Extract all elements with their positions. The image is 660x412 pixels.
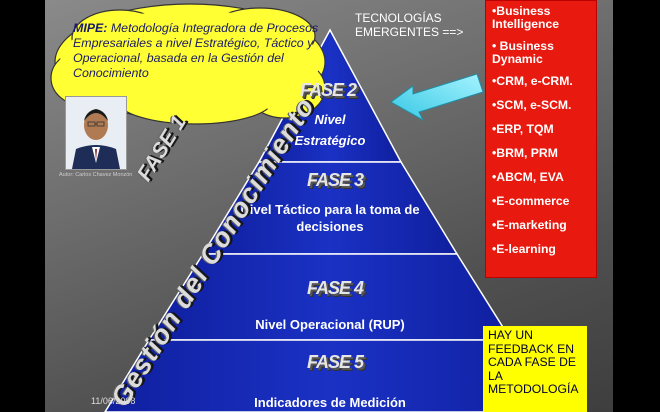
tech-list-panel: •Business Intelligence • Business Dynami… <box>485 0 597 278</box>
tech-item-business-dynamic: • Business Dynamic <box>492 39 554 66</box>
author-caption: Autor: Carlos Chavez Monzón <box>59 172 133 178</box>
tech-item-crm: •CRM, e-CRM. <box>492 74 573 88</box>
cloud-body: Metodología Integradora de Procesos Empr… <box>73 21 319 80</box>
level-tactical-line2: decisiones <box>296 219 364 234</box>
fase-3-label: FASE 3 <box>307 170 364 190</box>
tech-title: TECNOLOGÍAS EMERGENTES ==> <box>355 11 485 39</box>
cloud-shape <box>50 3 326 125</box>
tech-item-ecommerce: •E-commerce <box>492 194 570 208</box>
tech-item-abcm: •ABCM, EVA <box>492 170 564 184</box>
tech-title-line2: EMERGENTES ==> <box>355 25 464 39</box>
level-indicators-text: Indicadores de Medición <box>254 395 406 410</box>
tech-item-erp: •ERP, TQM <box>492 122 554 136</box>
fase-2-label: FASE 2 <box>300 80 357 100</box>
fase-4-label: FASE 4 <box>307 278 364 298</box>
tech-item-brm: •BRM, PRM <box>492 146 558 160</box>
cloud-lead: MIPE: <box>73 21 108 35</box>
tech-item-scm: •SCM, e-SCM. <box>492 98 572 112</box>
level-strategic-line2: Estratégico <box>294 133 366 148</box>
tech-item-emarketing: •E-marketing <box>492 218 567 232</box>
tech-title-line1: TECNOLOGÍAS <box>355 11 442 25</box>
tech-item-elearning: •E-learning <box>492 242 556 256</box>
tech-item-business-intelligence: •Business Intelligence <box>492 4 560 31</box>
slide: MIPE: Metodología Integradora de Proceso… <box>45 0 613 412</box>
level-operational-text: Nivel Operacional (RUP) <box>255 317 405 332</box>
fase-5-label: FASE 5 <box>307 352 364 372</box>
level-tactical-line1: Nivel Táctico para la toma de <box>240 202 420 217</box>
cloud-description: MIPE: Metodología Integradora de Proceso… <box>73 21 319 81</box>
level-tactical-text: Nivel Táctico para la toma de decisiones <box>225 201 435 235</box>
person-icon <box>66 97 126 169</box>
author-photo <box>65 96 127 170</box>
slide-date: 11/06/2008 <box>91 396 136 406</box>
feedback-note: HAY UN FEEDBACK EN CADA FASE DE LA METOD… <box>483 326 587 412</box>
pyramid-layer-fase-5 <box>104 339 556 412</box>
arrow-icon <box>390 73 484 122</box>
pyramid-diagram <box>50 3 556 412</box>
level-strategic-text: Nivel Estratégico <box>270 111 390 149</box>
level-strategic-line1: Nivel <box>314 112 346 127</box>
